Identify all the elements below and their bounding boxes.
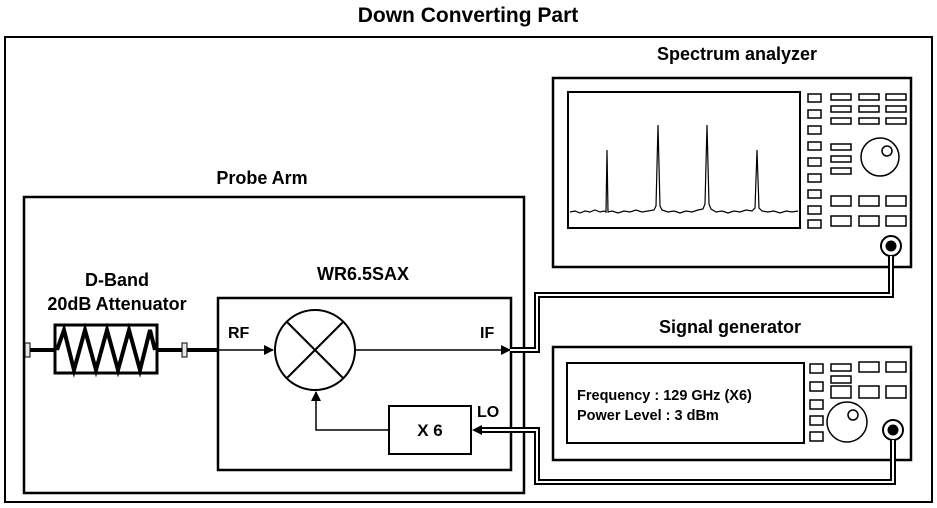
signal-generator-softkeys xyxy=(809,363,824,442)
signal-generator-title: Signal generator xyxy=(659,317,801,337)
probe-arm-title: Probe Arm xyxy=(216,168,307,188)
attenuator xyxy=(24,322,218,378)
spectrum-analyzer xyxy=(551,76,913,269)
attenuator-label-2: 20dB Attenuator xyxy=(47,294,186,314)
spectrum-analyzer-softkeys xyxy=(807,93,822,229)
signal-generator-knob-cap xyxy=(847,409,859,421)
spectrum-analyzer-keypad xyxy=(830,93,907,227)
spectrum-analyzer-knob-cap xyxy=(881,145,893,157)
diagram-title: Down Converting Part xyxy=(358,4,579,27)
mixer-module-box xyxy=(216,296,513,472)
frequency-readout: Frequency : 129 GHz (X6) xyxy=(577,388,752,404)
attenuator-right-flange xyxy=(181,342,188,358)
power-level-readout: Power Level : 3 dBm xyxy=(577,408,719,424)
spectrum-analyzer-input-port-core xyxy=(885,240,897,252)
lo-cable-inner xyxy=(480,429,894,483)
attenuator-resistor-zigzag xyxy=(55,322,157,378)
spectrum-trace xyxy=(569,124,799,214)
probe-arm-box xyxy=(22,195,526,495)
lo-arrowhead xyxy=(472,425,482,435)
signal-generator-knob xyxy=(826,401,868,443)
lo-port-label: LO xyxy=(477,404,499,421)
signal-generator-output-port-core xyxy=(887,424,899,436)
multiplier-box xyxy=(388,405,472,455)
attenuator-left-flange xyxy=(24,342,31,358)
spectrum-analyzer-title: Spectrum analyzer xyxy=(657,44,817,64)
signal-generator-display xyxy=(566,362,805,444)
attenuator-label-1: D-Band xyxy=(85,270,149,290)
outer-frame xyxy=(4,36,933,503)
signal-generator: Frequency : 129 GHz (X6) Power Level : 3… xyxy=(551,345,913,462)
spectrum-analyzer-knob xyxy=(860,137,900,177)
lo-to-mixer-line xyxy=(311,391,389,431)
spectrum-analyzer-screen xyxy=(567,91,801,229)
if-cable-inner xyxy=(510,256,892,351)
rf-port-label: RF xyxy=(228,325,250,342)
multiplier-label: X 6 xyxy=(417,421,443,440)
if-port-label: IF xyxy=(480,325,494,342)
mixer-symbol xyxy=(274,309,356,391)
signal-generator-keypad xyxy=(830,361,907,399)
mixer-module-title: WR6.5SAX xyxy=(317,264,409,284)
